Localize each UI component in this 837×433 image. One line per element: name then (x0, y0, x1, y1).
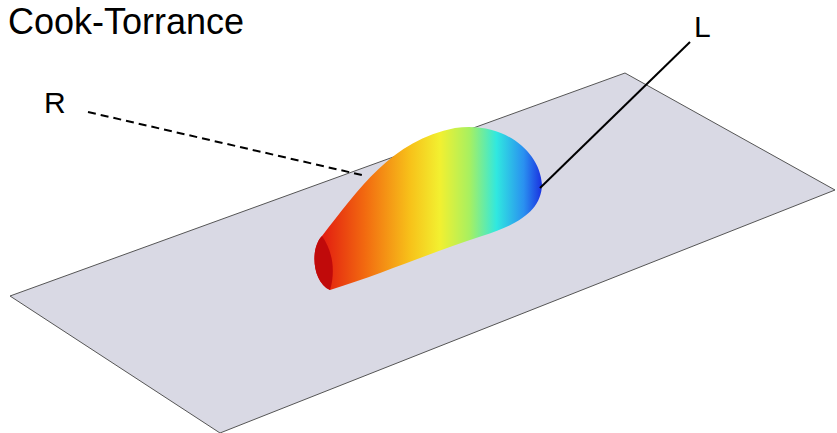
vector-label: L (694, 12, 711, 42)
surface-plane (10, 73, 835, 433)
vector-label: R (44, 88, 66, 118)
lobe-end-face (314, 236, 332, 290)
light-vector-L (540, 42, 690, 188)
reflection-vector-R (88, 112, 366, 176)
brdf-lobe (314, 127, 542, 290)
diagram-title: Cook-Torrance (8, 4, 244, 40)
